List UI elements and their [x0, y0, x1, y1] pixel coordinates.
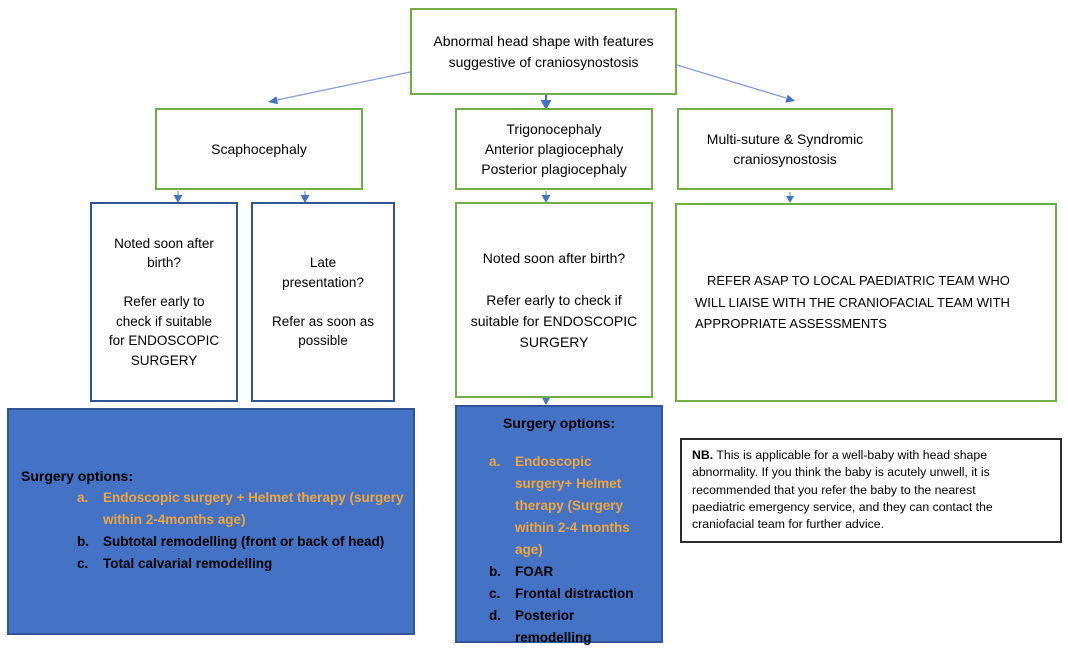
- surgery-option-c: c. Frontal distraction: [489, 583, 661, 605]
- list-marker: c.: [77, 556, 89, 571]
- list-text: Posterior remodelling: [515, 608, 592, 645]
- noted-soon-mid-box: Noted soon after birth? Refer early to c…: [455, 202, 653, 398]
- surgery-options-mid-list: a. Endoscopic surgery+ Helmet therapy (S…: [457, 451, 661, 649]
- list-marker: c.: [489, 586, 501, 601]
- refer-asap-text: REFER ASAP TO LOCAL PAEDIATRIC TEAM WHO …: [695, 273, 1010, 332]
- surgery-option-b: b. FOAR: [489, 561, 661, 583]
- arrow-root-to-scaphocephaly: [268, 71, 411, 105]
- arrow-multisuture-to-refer: [786, 192, 794, 203]
- late-presentation-box: Late presentation? Refer as soon as poss…: [251, 202, 395, 402]
- refer-asap-box: REFER ASAP TO LOCAL PAEDIATRIC TEAM WHO …: [675, 203, 1057, 402]
- surgery-option-d: d. Posterior remodelling: [489, 605, 661, 649]
- nb-text: This is applicable for a well-baby with …: [692, 448, 993, 532]
- list-marker: d.: [489, 608, 501, 623]
- noted-soon-mid-text: Noted soon after birth? Refer early to c…: [470, 249, 638, 350]
- surgery-option-c: c. Total calvarial remodelling: [77, 553, 413, 575]
- surgery-options-left-list: a. Endoscopic surgery + Helmet therapy (…: [9, 487, 413, 575]
- nb-prefix: NB.: [692, 448, 714, 462]
- noted-soon-left-box: Noted soon after birth? Refer early to c…: [90, 202, 238, 402]
- list-marker: a.: [489, 454, 501, 469]
- list-text: Endoscopic surgery+ Helmet therapy (Surg…: [515, 454, 630, 557]
- surgery-option-b: b. Subtotal remodelling (front or back o…: [77, 531, 413, 553]
- trigonocephaly-label: Trigonocephaly Anterior plagiocephaly Po…: [481, 121, 627, 177]
- list-text: Endoscopic surgery + Helmet therapy (sur…: [103, 490, 404, 527]
- root-box: Abnormal head shape with features sugges…: [410, 8, 677, 95]
- list-marker: b.: [77, 534, 89, 549]
- surgery-option-a: a. Endoscopic surgery+ Helmet therapy (S…: [489, 451, 661, 561]
- surgery-option-a: a. Endoscopic surgery + Helmet therapy (…: [77, 487, 413, 531]
- list-text: Subtotal remodelling (front or back of h…: [103, 534, 385, 549]
- trigonocephaly-box: Trigonocephaly Anterior plagiocephaly Po…: [455, 108, 653, 190]
- list-marker: a.: [77, 490, 89, 505]
- list-marker: b.: [489, 564, 501, 579]
- surgery-options-mid-heading: Surgery options:: [502, 415, 615, 431]
- surgery-options-mid-box: Surgery options: a. Endoscopic surgery+ …: [455, 405, 663, 645]
- noted-soon-left-text: Noted soon after birth? Refer early to c…: [108, 235, 220, 368]
- surgery-options-left-heading: Surgery options:: [21, 468, 134, 484]
- list-text: Frontal distraction: [515, 586, 634, 601]
- late-presentation-text: Late presentation? Refer as soon as poss…: [271, 255, 375, 349]
- list-text: FOAR: [515, 564, 554, 579]
- list-text: Total calvarial remodelling: [103, 556, 273, 571]
- root-box-text: Abnormal head shape with features sugges…: [433, 32, 654, 70]
- nb-note-box: NB. This is applicable for a well-baby w…: [680, 438, 1062, 544]
- multisuture-box: Multi-suture & Syndromic craniosynostosi…: [677, 108, 893, 190]
- multisuture-label: Multi-suture & Syndromic craniosynostosi…: [706, 131, 864, 167]
- arrow-root-to-multisuture: [676, 64, 795, 103]
- scaphocephaly-label: Scaphocephaly: [211, 141, 307, 157]
- scaphocephaly-box: Scaphocephaly: [155, 108, 363, 190]
- surgery-options-left-box: Surgery options: a. Endoscopic surgery +…: [7, 408, 415, 635]
